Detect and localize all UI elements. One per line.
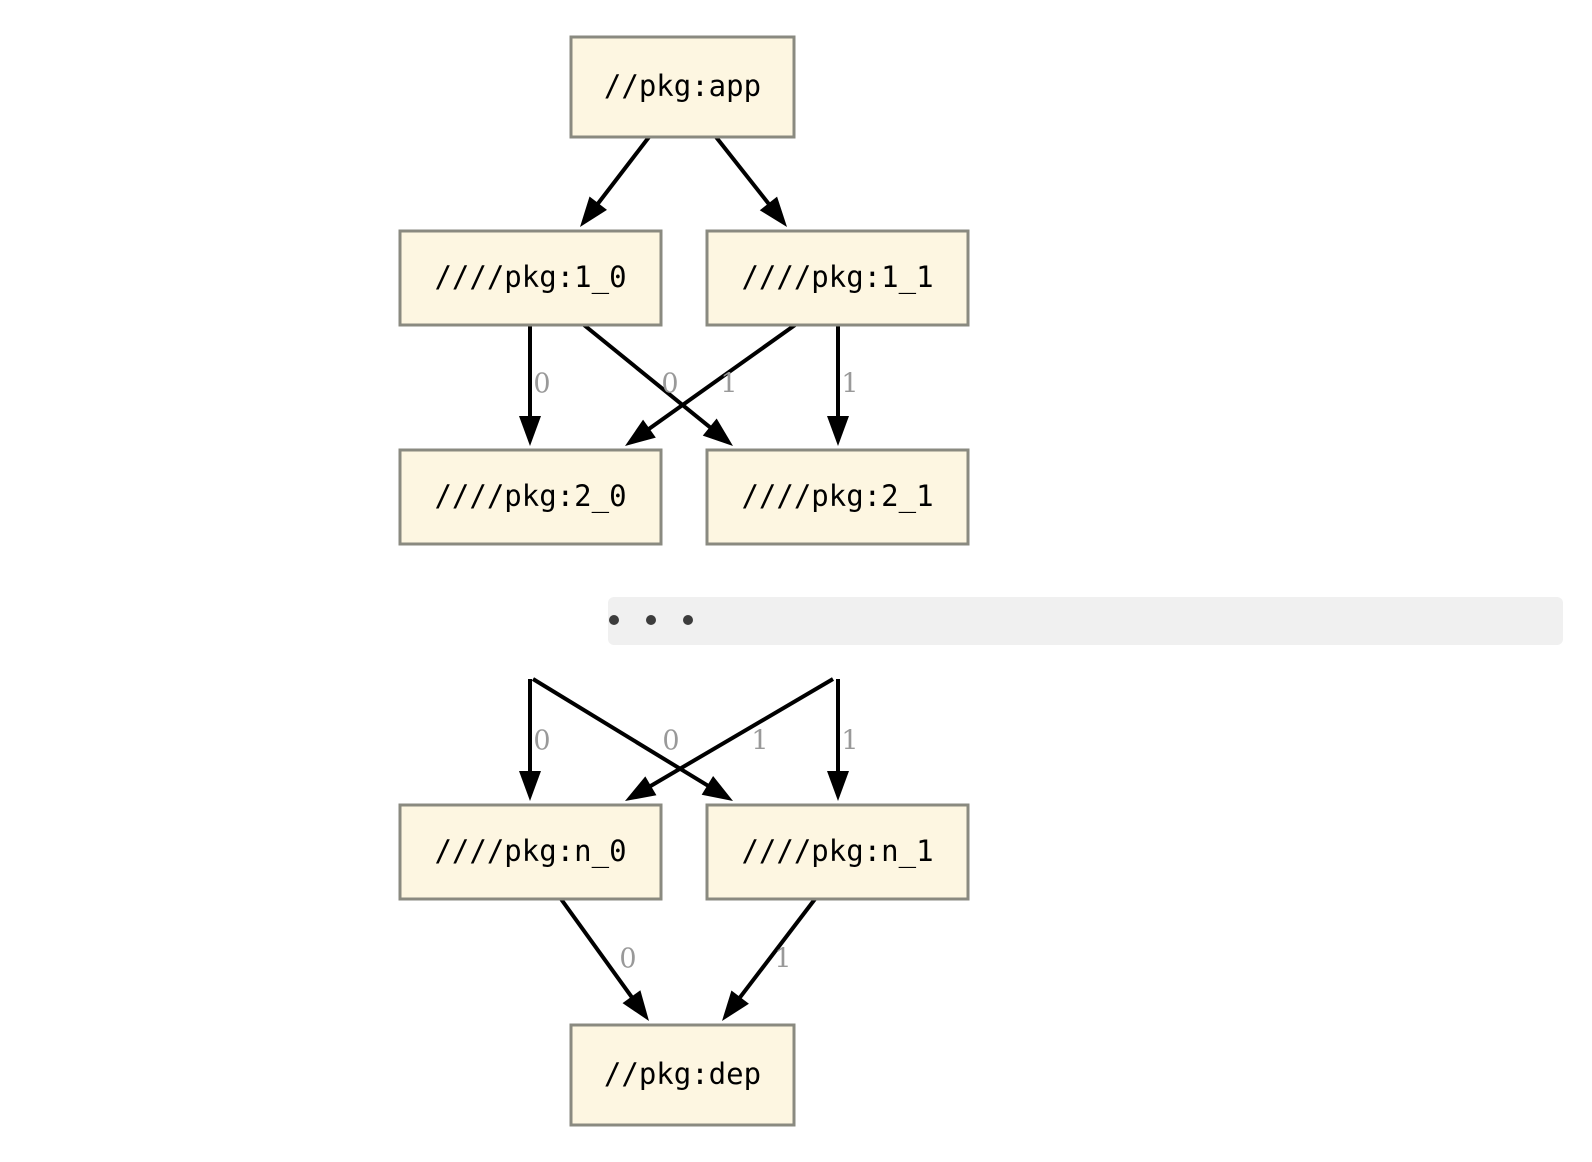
- node-app[interactable]: //pkg:app: [569, 35, 796, 139]
- edges-layer: [519, 135, 849, 1021]
- edge-e-n_0-dep: [559, 897, 636, 1002]
- node-box: [705, 229, 970, 327]
- edge-e-app-1_1: [714, 135, 773, 208]
- arrowhead-icon: [519, 771, 541, 801]
- arrowhead-icon: [827, 416, 849, 446]
- arrowhead-icon: [580, 196, 607, 227]
- arrowhead-icon: [827, 771, 849, 801]
- arrowhead-icon: [701, 775, 733, 801]
- edge-label-e-y-n_0: 1: [751, 726, 768, 757]
- node-label: ////pkg:n_0: [434, 834, 626, 869]
- node-nn_0[interactable]: ////pkg:n_0: [398, 803, 663, 901]
- node-box: [705, 803, 970, 901]
- edge-e-x-n_1a: [531, 677, 712, 790]
- edge-label-e-n_0-dep: 0: [619, 944, 636, 975]
- node-label: ////pkg:2_0: [434, 479, 626, 514]
- arrowhead-icon: [622, 990, 649, 1021]
- node-label: //pkg:dep: [604, 1057, 761, 1091]
- ellipsis-dot-icon: [683, 615, 693, 625]
- edge-label-e-1_1-2_1: 1: [841, 369, 858, 400]
- node-label: ////pkg:1_0: [434, 260, 626, 295]
- edge-label-e-n_1-dep: 1: [774, 944, 791, 975]
- edge-label-e-x-n_1a: 0: [662, 726, 679, 757]
- edge-e-y-n_0: [646, 677, 835, 790]
- truncation-band: [608, 597, 1563, 645]
- arrowhead-icon: [519, 416, 541, 446]
- edge-label-e-y-n_1b: 1: [841, 726, 858, 757]
- edge-labels-layer: 0 0 1 1 0 0 1 1 0 1: [533, 369, 858, 975]
- arrowhead-icon: [625, 419, 656, 446]
- band-layer: [608, 597, 1563, 645]
- arrowhead-icon: [702, 418, 733, 446]
- edge-e-n_1-dep: [736, 897, 817, 1002]
- ellipsis-dot-icon: [646, 615, 656, 625]
- node-box: [398, 803, 663, 901]
- node-label: ////pkg:1_1: [741, 260, 933, 295]
- ellipsis-dot-icon: [609, 615, 619, 625]
- edge-label-e-1_0-2_1: 0: [661, 369, 678, 400]
- edge-label-e-1_1-2_0: 1: [720, 369, 737, 400]
- node-box: [398, 448, 663, 546]
- node-box: [569, 35, 796, 139]
- node-dep[interactable]: //pkg:dep: [569, 1023, 796, 1127]
- edge-label-e-x-n_0: 0: [533, 726, 550, 757]
- node-n2_0[interactable]: ////pkg:2_0: [398, 448, 663, 546]
- arrowhead-icon: [625, 776, 657, 801]
- node-n1_0[interactable]: ////pkg:1_0: [398, 229, 663, 327]
- node-box: [705, 448, 970, 546]
- node-n2_1[interactable]: ////pkg:2_1: [705, 448, 970, 546]
- arrowhead-icon: [722, 990, 749, 1021]
- edge-e-1_1-2_0: [645, 323, 797, 433]
- node-box: [569, 1023, 796, 1127]
- node-label: ////pkg:n_1: [741, 834, 933, 869]
- node-label: //pkg:app: [604, 69, 761, 103]
- nodes-layer: //pkg:app ////pkg:1_0 ////pkg:1_1 ////pkg:2…: [398, 35, 970, 1127]
- edge-e-1_0-2_1: [582, 323, 715, 432]
- arrowhead-icon: [759, 196, 787, 227]
- edge-e-app-1_0: [594, 135, 651, 208]
- node-label: ////pkg:2_1: [741, 479, 933, 514]
- node-nn_1[interactable]: ////pkg:n_1: [705, 803, 970, 901]
- node-box: [398, 229, 663, 327]
- edge-label-e-1_0-2_0: 0: [533, 369, 550, 400]
- node-n1_1[interactable]: ////pkg:1_1: [705, 229, 970, 327]
